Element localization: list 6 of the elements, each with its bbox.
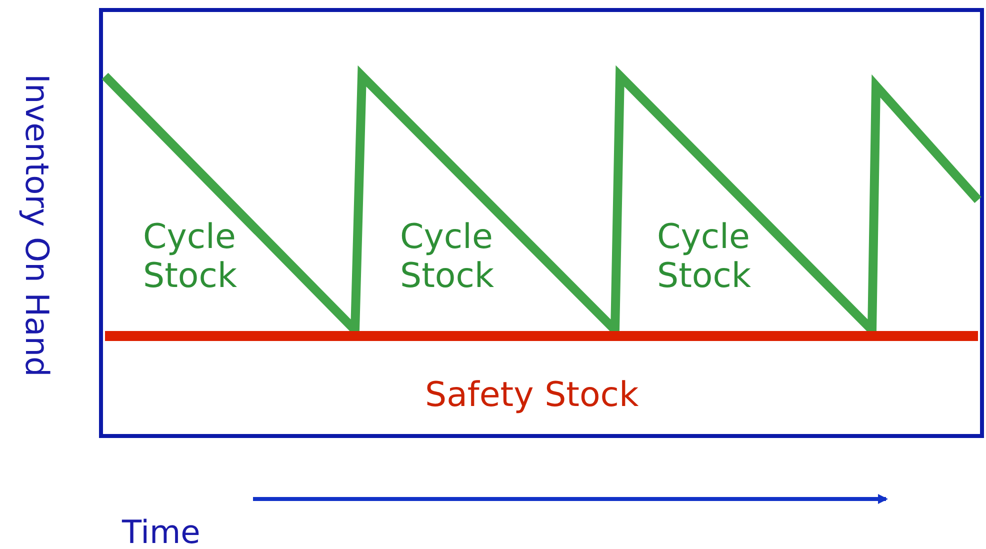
stock-label: Cycle Stock — [143, 218, 238, 296]
axis-label: Time — [122, 514, 200, 549]
stock-label: Safety Stock — [425, 376, 639, 416]
axis-label: Inventory On Hand — [18, 73, 54, 376]
stock-label: Cycle Stock — [400, 218, 496, 296]
stock-label: Cycle Stock — [657, 218, 752, 296]
